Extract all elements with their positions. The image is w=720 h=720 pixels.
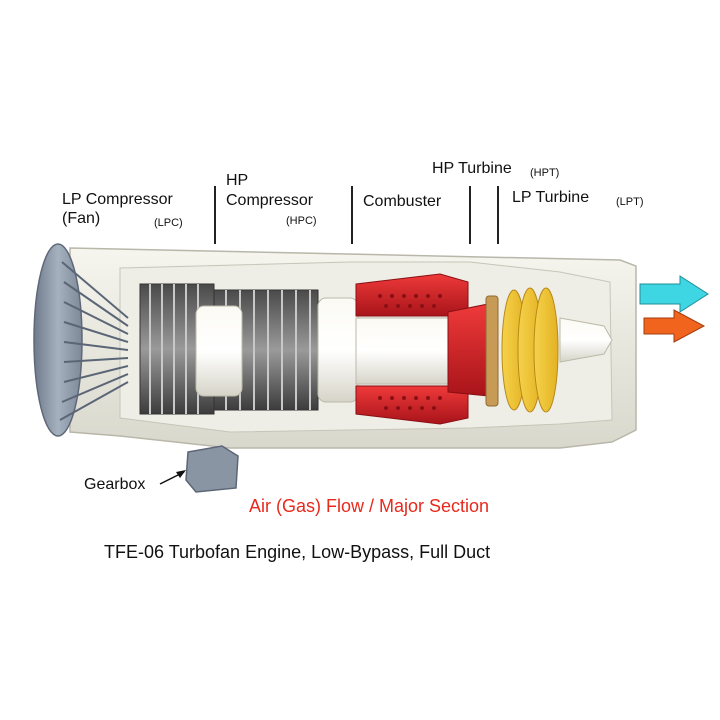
gearbox [185, 445, 239, 493]
divider-lpc-hpc [214, 186, 216, 244]
flow-title: Air (Gas) Flow / Major Section [249, 496, 490, 516]
combustor-holes [378, 294, 442, 410]
core-exhaust-arrow [643, 309, 706, 343]
bypass-arrow [639, 275, 709, 313]
hp-spool [317, 297, 359, 403]
main-shaft [355, 317, 457, 385]
figure-caption: TFE-06 Turbofan Engine, Low-Bypass, Full… [104, 542, 491, 562]
fan-blades [59, 261, 129, 421]
hpt-label: HP Turbine [432, 160, 512, 177]
hpt-abbr: (HPT) [530, 167, 560, 179]
lpt-abbr: (LPT) [616, 196, 644, 208]
hpc-label: HP [226, 172, 249, 189]
divider-hpc-combuster [351, 186, 353, 244]
lpt-label: LP Turbine [512, 189, 590, 206]
fan-disc [33, 243, 83, 437]
combustor-upper [355, 273, 469, 317]
lpc-fan-label: (Fan) [62, 210, 101, 227]
divider-hpt-lpt [497, 186, 499, 244]
hpc-abbr: (HPC) [286, 215, 317, 227]
hp-turbine [485, 295, 499, 407]
lpc-abbr: (LPC) [154, 217, 183, 229]
hpc-compressor-label: Compressor [226, 192, 314, 209]
gearbox-label: Gearbox [84, 476, 146, 493]
lp-spool [195, 305, 243, 397]
divider-combuster-hpt [469, 186, 471, 244]
exhaust-cone [559, 317, 613, 363]
combuster-label: Combuster [363, 193, 442, 210]
lp-turbine [501, 287, 559, 413]
lpc-label: LP Compressor [62, 191, 173, 208]
